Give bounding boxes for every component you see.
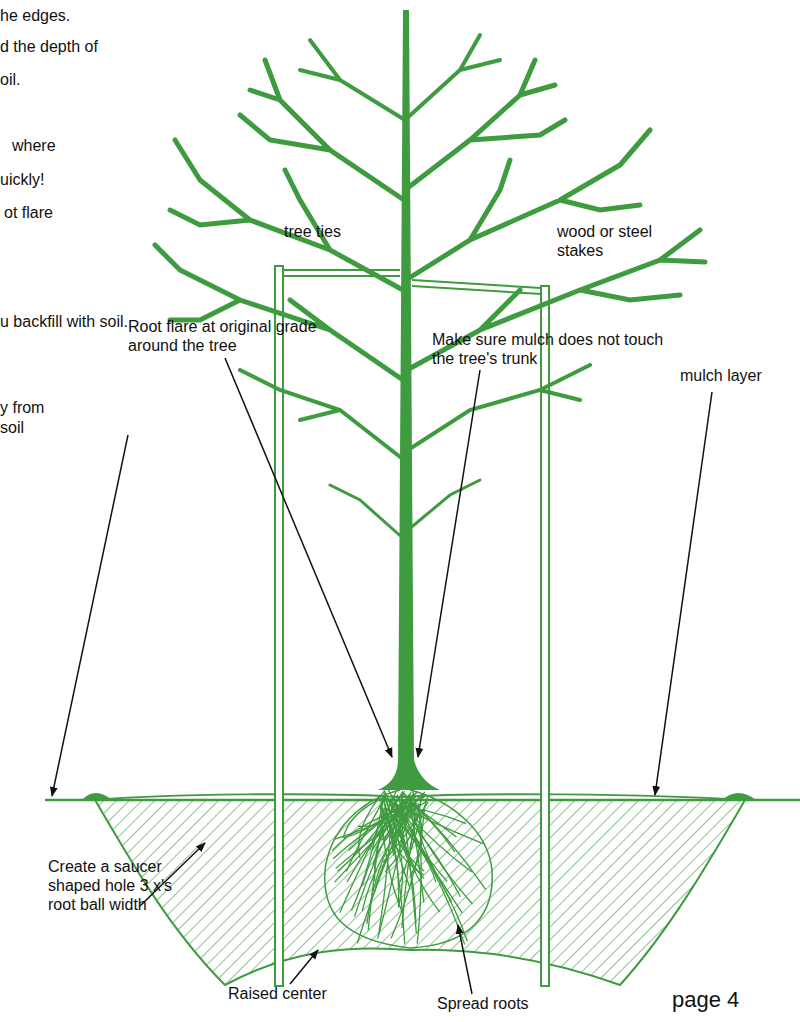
tree-tie: [283, 270, 400, 276]
callout-label: Spread roots: [437, 994, 577, 1013]
instruction-text: he edges.: [0, 6, 200, 25]
planting-hole: [95, 800, 745, 985]
part-label: wood or steel stakes: [557, 222, 697, 260]
instruction-text: oil.: [0, 70, 200, 89]
instruction-text: d the depth of: [0, 37, 200, 56]
callout-label: Make sure mulch does not touch the tree'…: [432, 330, 677, 368]
tree-branches: [155, 35, 705, 540]
stake: [275, 266, 283, 986]
part-label: tree ties: [284, 222, 394, 241]
part-label: mulch layer: [680, 366, 795, 385]
tree-tie: [412, 280, 541, 294]
mulch-mound: [722, 793, 756, 800]
instruction-text: ot flare: [4, 203, 204, 222]
instruction-text: soil: [0, 418, 120, 437]
instruction-text: where: [12, 136, 212, 155]
page-number: page 4: [672, 990, 792, 1009]
callout-label: Root flare at original grade around the …: [128, 317, 333, 355]
callout-label: Create a saucer shaped hole 3 x's root b…: [48, 857, 188, 914]
instruction-text: y from: [0, 398, 120, 417]
leader-arrow: [52, 358, 712, 994]
instruction-text: uickly!: [0, 170, 200, 189]
ground-line: [45, 799, 800, 802]
root-ball-outline: [325, 790, 493, 948]
mulch-mound: [82, 793, 112, 800]
callout-label: Raised center: [228, 984, 368, 1003]
